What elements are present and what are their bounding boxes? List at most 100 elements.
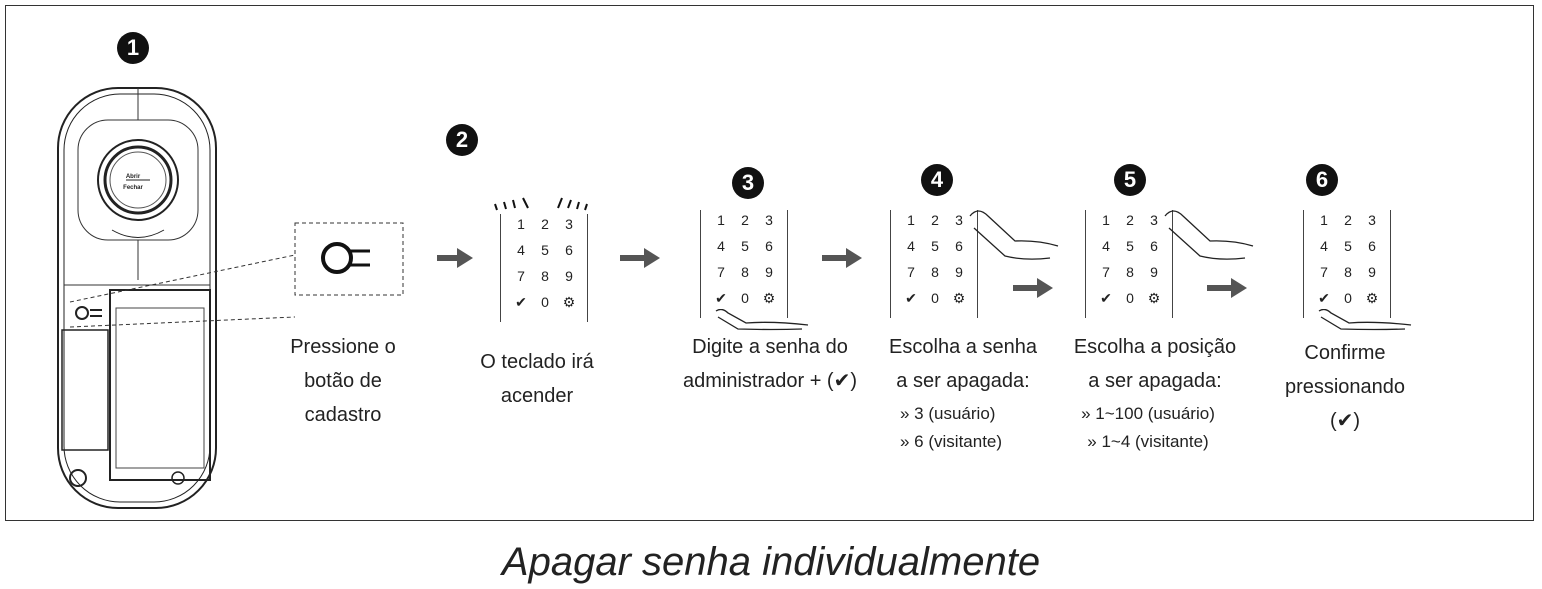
keypad-key: ⚙	[562, 294, 576, 310]
keypad-key: 2	[541, 216, 549, 232]
arrow-right-icon	[437, 248, 473, 268]
step-1-badge: 1	[117, 32, 149, 64]
step-3-line: Digite a senha do	[692, 336, 848, 358]
keypad-key: 2	[1344, 212, 1352, 228]
diagram-frame	[5, 5, 1534, 521]
step-6-line: (✔)	[1329, 410, 1361, 432]
caption: Apagar senha individualmente	[501, 540, 1041, 584]
step-1-line: cadastro	[304, 404, 382, 426]
keypad-key: 9	[955, 264, 963, 280]
keypad-key: 8	[741, 264, 749, 280]
keypad-key: 8	[1126, 264, 1134, 280]
keypad-key: 1	[907, 212, 915, 228]
step-2-line: acender	[500, 385, 574, 407]
finger-press-icon	[969, 210, 1059, 260]
keypad-key: ✔	[1100, 290, 1112, 306]
keypad-key: 9	[1368, 264, 1376, 280]
close-label: Fechar	[123, 185, 143, 191]
step-2-badge: 2	[446, 124, 478, 156]
keypad-key: 4	[1320, 238, 1328, 254]
arrow-right-icon	[620, 248, 660, 268]
keypad-key: 6	[1150, 238, 1158, 254]
keypad-key: 8	[1344, 264, 1352, 280]
step-3-line: administrador + (✔)	[682, 370, 858, 392]
keypad-key: 5	[741, 238, 749, 254]
keypad-key: 7	[1102, 264, 1110, 280]
finger-press-icon	[715, 309, 809, 331]
step-5-badge: 5	[1114, 164, 1146, 196]
keypad-key: 0	[1126, 290, 1134, 306]
keypad-key: 9	[565, 268, 573, 284]
keypad-key: ✔	[515, 294, 527, 310]
keypad-key: 5	[931, 238, 939, 254]
step-5-options: » 1~100 (usuário) » 1~4 (visitante)	[1068, 400, 1228, 456]
step-6-line: Confirme	[1304, 342, 1386, 364]
keypad-key: 0	[931, 290, 939, 306]
lock-device-illustration	[57, 87, 404, 509]
keypad-key: 9	[1150, 264, 1158, 280]
keypad-key: 6	[565, 242, 573, 258]
keypad-key: 5	[541, 242, 549, 258]
keypad-key: 4	[717, 238, 725, 254]
keypad-key: 3	[1150, 212, 1158, 228]
keypad-key: 7	[1320, 264, 1328, 280]
keypad-key: 3	[765, 212, 773, 228]
finger-press-icon	[1318, 309, 1412, 331]
step-4-line: Escolha a senha	[889, 336, 1037, 358]
keypad-key: ⚙	[1147, 290, 1161, 306]
keypad-key: 0	[741, 290, 749, 306]
keypad-key: 3	[955, 212, 963, 228]
keypad-key: 3	[1368, 212, 1376, 228]
keypad-key: 1	[517, 216, 525, 232]
keypad-key: 3	[565, 216, 573, 232]
keypad-key: 1	[1102, 212, 1110, 228]
keypad-key: 4	[517, 242, 525, 258]
option-visitor: » 1~4 (visitante)	[1087, 432, 1209, 451]
open-label: Abrir	[125, 174, 141, 180]
keypad-key: ✔	[715, 290, 727, 306]
step-3-text: Digite a senha do administrador + (✔)	[683, 330, 857, 398]
arrow-right-icon	[822, 248, 862, 268]
arrow-right-icon	[1013, 278, 1053, 298]
keypad-key: ⚙	[1365, 290, 1379, 306]
step-6-text: Confirme pressionando (✔)	[1285, 336, 1405, 438]
keypad-key: ✔	[1318, 290, 1330, 306]
step-4-text: Escolha a senha a ser apagada:	[889, 330, 1037, 398]
keypad-key: 7	[907, 264, 915, 280]
keypad-key: 4	[1102, 238, 1110, 254]
device-open-close-button: Abrir Fechar	[107, 172, 159, 194]
keypad-key: 6	[955, 238, 963, 254]
keypad-key: 2	[741, 212, 749, 228]
keypad-key: 8	[541, 268, 549, 284]
keypad-key: 7	[517, 268, 525, 284]
step-1-line: botão de	[304, 370, 382, 392]
step-5-line: a ser apagada:	[1088, 370, 1222, 392]
step-2-line: O teclado irá	[480, 351, 594, 373]
keypad-key: 0	[1344, 290, 1352, 306]
keypad-key: 5	[1344, 238, 1352, 254]
keypad-key: 1	[1320, 212, 1328, 228]
keypad-key: 7	[717, 264, 725, 280]
keypad-key: 2	[931, 212, 939, 228]
step-2-text: O teclado irá acender	[480, 345, 593, 413]
step-5-text: Escolha a posição a ser apagada:	[1074, 330, 1236, 398]
step-4-options: » 3 (usuário) » 6 (visitante)	[900, 400, 1002, 456]
keypad-key: 4	[907, 238, 915, 254]
keypad-key: 0	[541, 294, 549, 310]
step-4-line: a ser apagada:	[896, 370, 1030, 392]
keypad-key: 6	[765, 238, 773, 254]
keypad-key: ⚙	[762, 290, 776, 306]
keypad-key: 1	[717, 212, 725, 228]
step-6-line: pressionando	[1284, 376, 1406, 398]
light-rays-icon	[494, 197, 588, 211]
keypad-key: 5	[1126, 238, 1134, 254]
step-5-line: Escolha a posição	[1073, 336, 1237, 358]
keypad-key: 6	[1368, 238, 1376, 254]
keypad-key: ⚙	[952, 290, 966, 306]
